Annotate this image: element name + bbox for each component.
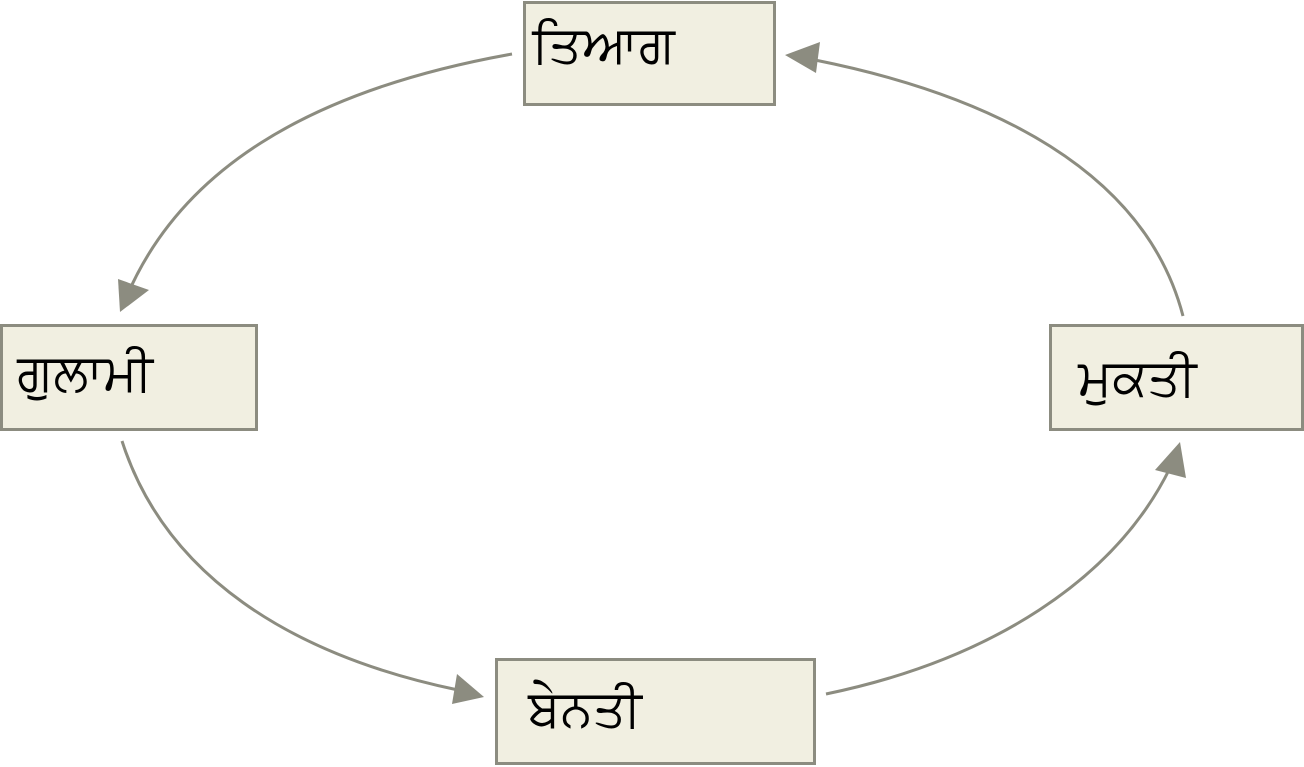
arrow-top-to-left — [120, 52, 513, 309]
node-bottom-label: ਬੇਨਤੀ — [528, 678, 642, 739]
node-bottom: ਬੇਨਤੀ — [495, 658, 816, 765]
node-right: ਮੁਕਤੀ — [1049, 324, 1304, 431]
arrowhead-right-to-top — [785, 42, 820, 73]
arrowhead-bottom-to-right — [1155, 442, 1186, 478]
node-left-label: ਗੁਲਾਮੀ — [17, 342, 154, 403]
arrowhead-left-to-bottom — [452, 674, 484, 704]
arrow-right-to-top — [814, 58, 1185, 317]
arrow-left-to-bottom — [120, 440, 459, 692]
arrow-bottom-to-right — [825, 467, 1172, 696]
node-right-label: ਮੁਕਤੀ — [1078, 347, 1197, 408]
node-top: ਤਿਆਗ — [523, 1, 776, 106]
node-left: ਗੁਲਾਮੀ — [0, 324, 258, 431]
node-top-label: ਤਿਆਗ — [532, 14, 675, 75]
arrowhead-top-to-left — [118, 279, 149, 312]
